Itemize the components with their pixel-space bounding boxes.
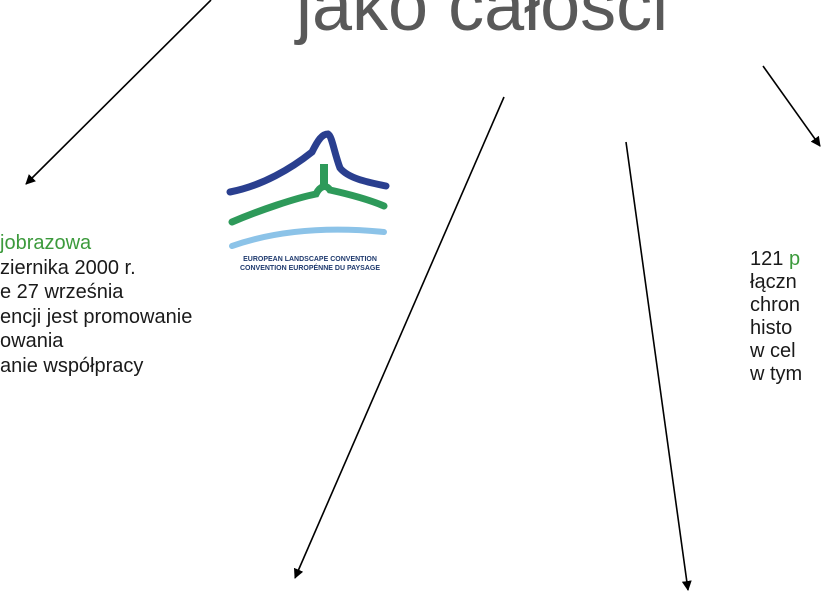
arrow-to-bottom-left (294, 96, 505, 579)
right-text-line-1: 121 p (750, 248, 802, 271)
right-text-line-2: łączn (750, 271, 797, 293)
left-text-line-4: encji jest promowanie (0, 305, 193, 328)
logo-caption: EUROPEAN LANDSCAPE CONVENTION CONVENTION… (214, 255, 406, 273)
right-text-line-3: chron (750, 294, 801, 316)
logo-caption-line2: CONVENTION EUROPÉNNE DU PAYSAGE (239, 265, 381, 272)
logo-hill-green (228, 183, 388, 226)
left-text-line-1: jobrazowa (0, 232, 92, 254)
logo-water-sky (229, 226, 387, 249)
logo-tower (320, 164, 328, 186)
logo-caption-line1: EUROPEAN LANDSCAPE CONVENTION (243, 256, 377, 263)
right-text-line-5: w cel (750, 340, 796, 362)
arrow-to-left-block (25, 0, 212, 185)
european-landscape-convention-logo (226, 130, 390, 249)
right-text-block: 121 p łączn chron histo w cel w tym (750, 248, 802, 386)
arrow-to-right-block (762, 65, 821, 147)
left-text-line-5: owania (0, 330, 64, 352)
right-text-line-6: w tym (750, 363, 803, 385)
left-text-block: jobrazowa ziernika 2000 r. e 27 września… (0, 231, 192, 378)
arrow-to-bottom-right (625, 141, 692, 591)
left-text-line-3: e 27 września (0, 281, 124, 303)
logo-mountain-navy (226, 130, 390, 196)
right-text-number: 121 (750, 248, 784, 270)
page-title: jako całości (296, 0, 669, 46)
left-text-line-2: ziernika 2000 r. (0, 256, 136, 279)
right-text-line-4: histo (750, 317, 793, 339)
right-text-green-fragment: p (788, 248, 801, 270)
left-text-line-6: anie współpracy (0, 354, 144, 377)
